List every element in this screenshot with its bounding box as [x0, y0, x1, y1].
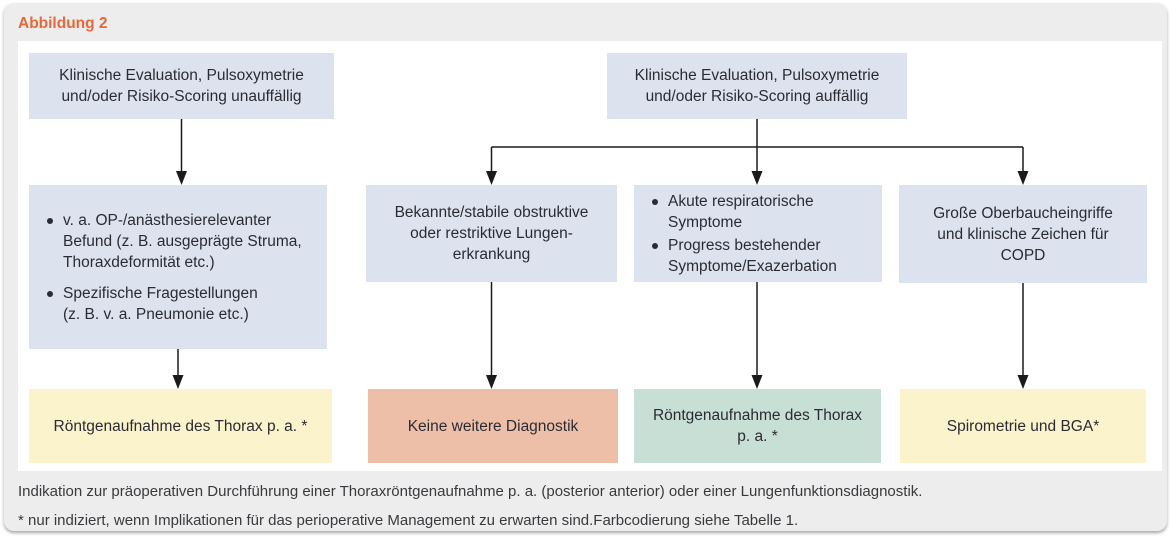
node-xray-right: Röntgenaufnahme des Thorax p. a. * — [634, 389, 881, 463]
bullet-item: v. a. OP-/anästhesierelevanter Befund (z… — [29, 210, 302, 273]
arrowhead-findings-to-xray — [172, 375, 184, 389]
node-text-line: Symptome/Exazerbation — [668, 257, 837, 275]
node-relevant-findings: v. a. OP-/anästhesierelevanter Befund (z… — [29, 185, 327, 349]
bullet-dot — [652, 198, 658, 205]
node-spirometry-bga: Spirometrie und BGA* — [900, 389, 1146, 463]
node-text-line: und/oder Risiko-Scoring unauffällig — [61, 88, 302, 105]
bullet-dot — [47, 290, 53, 297]
node-upper-abdominal-copd: Große Oberbaucheingriffe und klinische Z… — [899, 185, 1147, 283]
flowchart-panel: Klinische Evaluation, Pulsoxymetrie und/… — [18, 41, 1162, 471]
caption-line-1: Indikation zur präoperativen Durchführun… — [18, 483, 923, 500]
node-text-line: Akute respiratorische — [668, 192, 814, 210]
flow-connectors — [172, 119, 1029, 389]
node-text-line: Spezifische Fragestellungen — [63, 284, 258, 302]
arrowhead-drop-1 — [486, 171, 497, 185]
node-text-line: Befund (z. B. ausgeprägte Struma, — [63, 232, 302, 250]
node-text-line: Thoraxdeformität etc.) — [63, 253, 215, 271]
node-text-line: (z. B. v. a. Pneumonie etc.) — [63, 305, 249, 323]
figure-card: Abbildung 2 — [4, 3, 1167, 531]
node-screening-positive: Klinische Evaluation, Pulsoxymetrie und/… — [607, 53, 907, 119]
arrowhead-drop-3 — [1017, 171, 1029, 185]
node-screening-negative: Klinische Evaluation, Pulsoxymetrie und/… — [29, 53, 334, 119]
node-text-line: erkrankung — [452, 246, 531, 263]
arrowhead-neg-to-findings — [176, 171, 187, 185]
node-no-further-diagnostics: Keine weitere Diagnostik — [368, 389, 618, 463]
node-xray-left: Röntgenaufnahme des Thorax p. a. * — [29, 389, 332, 463]
bullet-text: Progress bestehender Symptome/Exazerbati… — [668, 235, 837, 277]
node-text-line: Progress bestehender — [668, 236, 821, 254]
node-text-line: oder restriktive Lungen- — [410, 225, 573, 242]
node-text-line: p. a. * — [737, 428, 778, 445]
arrowhead-drop-2 — [751, 171, 763, 185]
bullet-item: Akute respiratorische Symptome — [634, 191, 814, 233]
caption-line-2: * nur indiziert, wenn Implikationen für … — [18, 512, 799, 529]
figure-label: Abbildung 2 — [18, 15, 108, 32]
bullet-dot — [47, 217, 53, 224]
node-text-line: Röntgenaufnahme des Thorax — [652, 407, 863, 424]
bullet-text: Spezifische Fragestellungen (z. B. v. a.… — [63, 283, 258, 325]
node-acute-symptoms: Akute respiratorische Symptome Progress … — [634, 185, 882, 282]
node-text-line: und klinische Zeichen für — [937, 225, 1109, 243]
node-text-line: Klinische Evaluation, Pulsoxymetrie — [634, 67, 880, 84]
bullet-dot — [652, 242, 658, 249]
node-text-line: Röntgenaufnahme des Thorax p. a. * — [53, 417, 308, 435]
arrowhead-acute-to-xray — [751, 375, 763, 389]
node-text-line: v. a. OP-/anästhesierelevanter — [63, 211, 272, 229]
node-text-line: COPD — [1000, 246, 1046, 264]
arrowhead-stable-to-none — [486, 375, 497, 389]
node-text-line: Bekannte/stabile obstruktive — [394, 204, 589, 221]
node-text-line: und/oder Risiko-Scoring auffällig — [645, 88, 869, 105]
bullet-text: Akute respiratorische Symptome — [668, 191, 814, 233]
node-text-line: Symptome — [668, 213, 743, 231]
bullet-item: Progress bestehender Symptome/Exazerbati… — [634, 235, 837, 277]
arrowhead-copd-to-spiro — [1017, 375, 1029, 389]
node-text-line: Große Oberbaucheingriffe — [933, 204, 1113, 222]
node-text-line: Spirometrie und BGA* — [946, 417, 1100, 435]
bullet-item: Spezifische Fragestellungen (z. B. v. a.… — [29, 283, 258, 325]
bullet-text: v. a. OP-/anästhesierelevanter Befund (z… — [63, 210, 302, 273]
node-stable-lung-disease: Bekannte/stabile obstruktive oder restri… — [366, 185, 617, 282]
node-text-line: Klinische Evaluation, Pulsoxymetrie — [59, 67, 304, 84]
node-text-line: Keine weitere Diagnostik — [407, 417, 579, 435]
figure-caption: Indikation zur präoperativen Durchführun… — [18, 477, 1162, 535]
